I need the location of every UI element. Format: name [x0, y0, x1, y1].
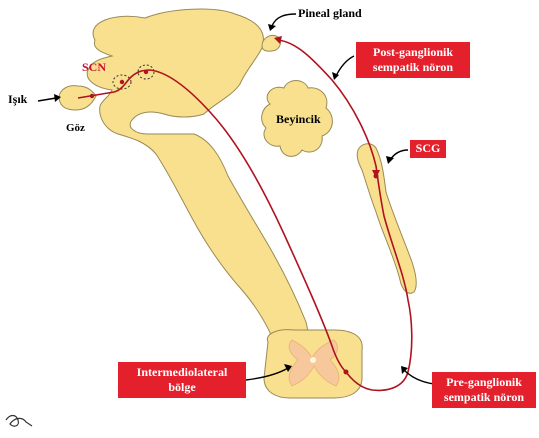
label-scn: SCN	[82, 60, 106, 75]
node-scn-left	[120, 80, 124, 84]
label-pineal-gland: Pineal gland	[298, 6, 362, 21]
arrow-pineal	[272, 14, 296, 26]
label-goz: Göz	[66, 122, 85, 134]
eye	[59, 86, 96, 110]
post-ganglionic-line2: sempatik nöron	[356, 60, 470, 75]
post-ganglionic-line1: Post-ganglionik	[356, 45, 470, 60]
pre-ganglionic-line1: Pre-ganglionik	[432, 375, 536, 390]
brain-silhouette	[87, 9, 310, 342]
label-isik: Işık	[8, 92, 27, 107]
box-scg: SCG	[410, 140, 446, 158]
spinal-cord-section	[264, 330, 362, 398]
arrow-isik	[38, 98, 56, 101]
scg-ganglion	[357, 144, 416, 294]
box-pre-ganglionic: Pre-ganglionik sempatik nöron	[432, 372, 536, 408]
node-spinal	[344, 370, 349, 375]
signature-logo	[6, 416, 32, 427]
node-retina	[90, 94, 94, 98]
label-beyincik: Beyincik	[276, 112, 321, 127]
box-post-ganglionic: Post-ganglionik sempatik nöron	[356, 42, 470, 78]
pre-ganglionic-line2: sempatik nöron	[432, 390, 536, 405]
arrowhead-pineal	[268, 24, 276, 31]
box-intermediolateral: Intermediolateral bölge	[118, 362, 246, 398]
arrow-post-ganglionic	[336, 56, 354, 76]
scg-text: SCG	[410, 141, 446, 156]
intermediolateral-line2: bölge	[118, 380, 246, 395]
node-scn-right	[144, 70, 148, 74]
intermediolateral-line1: Intermediolateral	[118, 365, 246, 380]
